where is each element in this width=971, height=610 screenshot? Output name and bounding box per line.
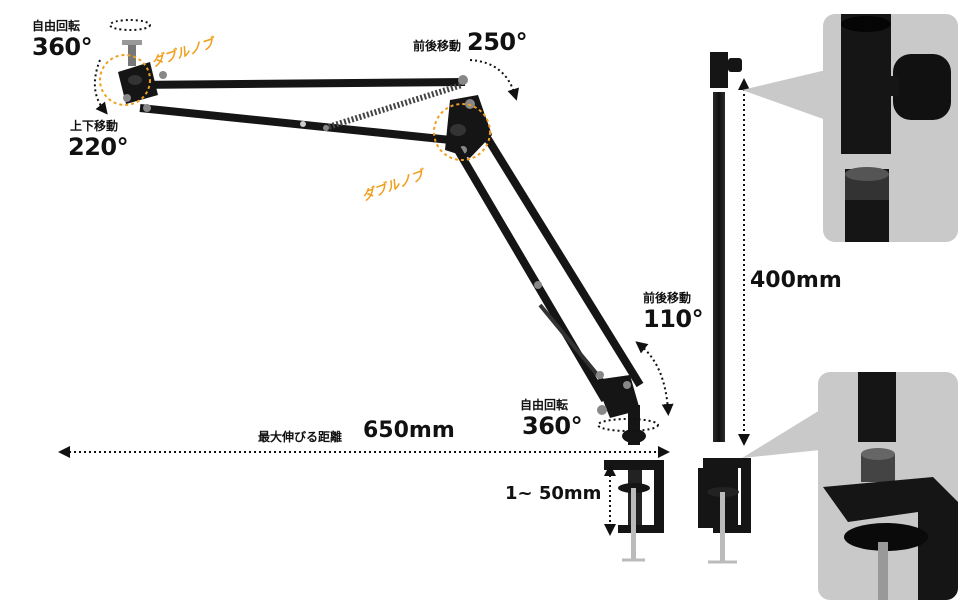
knob-highlight-rings bbox=[99, 54, 491, 161]
inset-clamp-thread bbox=[818, 372, 958, 600]
forward-back-1-value: 250° bbox=[467, 28, 528, 56]
forward-back-1-title: 前後移動 bbox=[413, 39, 462, 53]
tilt-value: 220° bbox=[68, 133, 129, 161]
max-extension-value: 650mm bbox=[363, 418, 455, 443]
clamp-range-label: 1~ 50mm bbox=[505, 483, 602, 504]
clamp-thread-detail-image bbox=[823, 372, 958, 600]
extension-pole bbox=[698, 52, 751, 564]
top-rotation-value: 360° bbox=[32, 33, 93, 61]
inset-pole-joint bbox=[823, 14, 958, 242]
top-rotation-title: 自由回転 bbox=[32, 19, 81, 33]
inset-pointers bbox=[742, 70, 826, 458]
max-extension-title: 最大伸びる距離 bbox=[258, 430, 343, 444]
pole-length-label: 400mm bbox=[750, 268, 842, 293]
dimension-arrows bbox=[58, 19, 750, 536]
forward-back-2-value: 110° bbox=[643, 305, 704, 333]
forward-back-2-title: 前後移動 bbox=[643, 291, 692, 305]
boom-arm bbox=[118, 40, 646, 445]
desk-clamp-arm bbox=[604, 460, 664, 562]
pole-joint-detail-image bbox=[841, 14, 951, 242]
tilt-title: 上下移動 bbox=[70, 119, 119, 133]
base-rotation-value: 360° bbox=[522, 412, 583, 440]
base-rotation-title: 自由回転 bbox=[520, 398, 569, 412]
